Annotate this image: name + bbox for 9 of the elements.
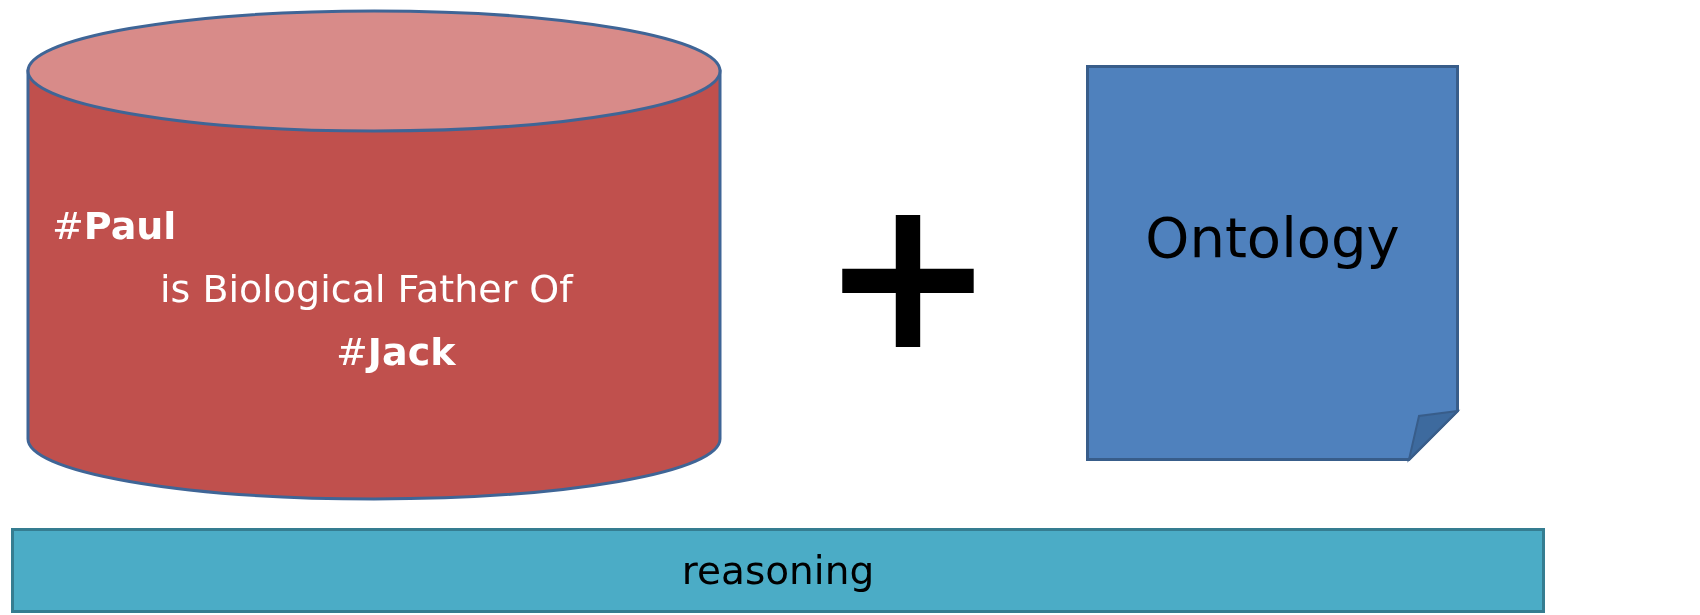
database-cylinder — [27, 9, 721, 501]
node-text: Ontology — [1144, 205, 1401, 270]
node-text: #Paul — [52, 204, 177, 248]
node-text: #Jack — [336, 330, 456, 374]
reasoning-bar — [11, 528, 1545, 613]
plus-sign: + — [820, 170, 996, 380]
node-text: is Biological Father Of — [160, 267, 573, 311]
node-text: reasoning — [680, 548, 876, 593]
document-note — [1086, 65, 1459, 461]
